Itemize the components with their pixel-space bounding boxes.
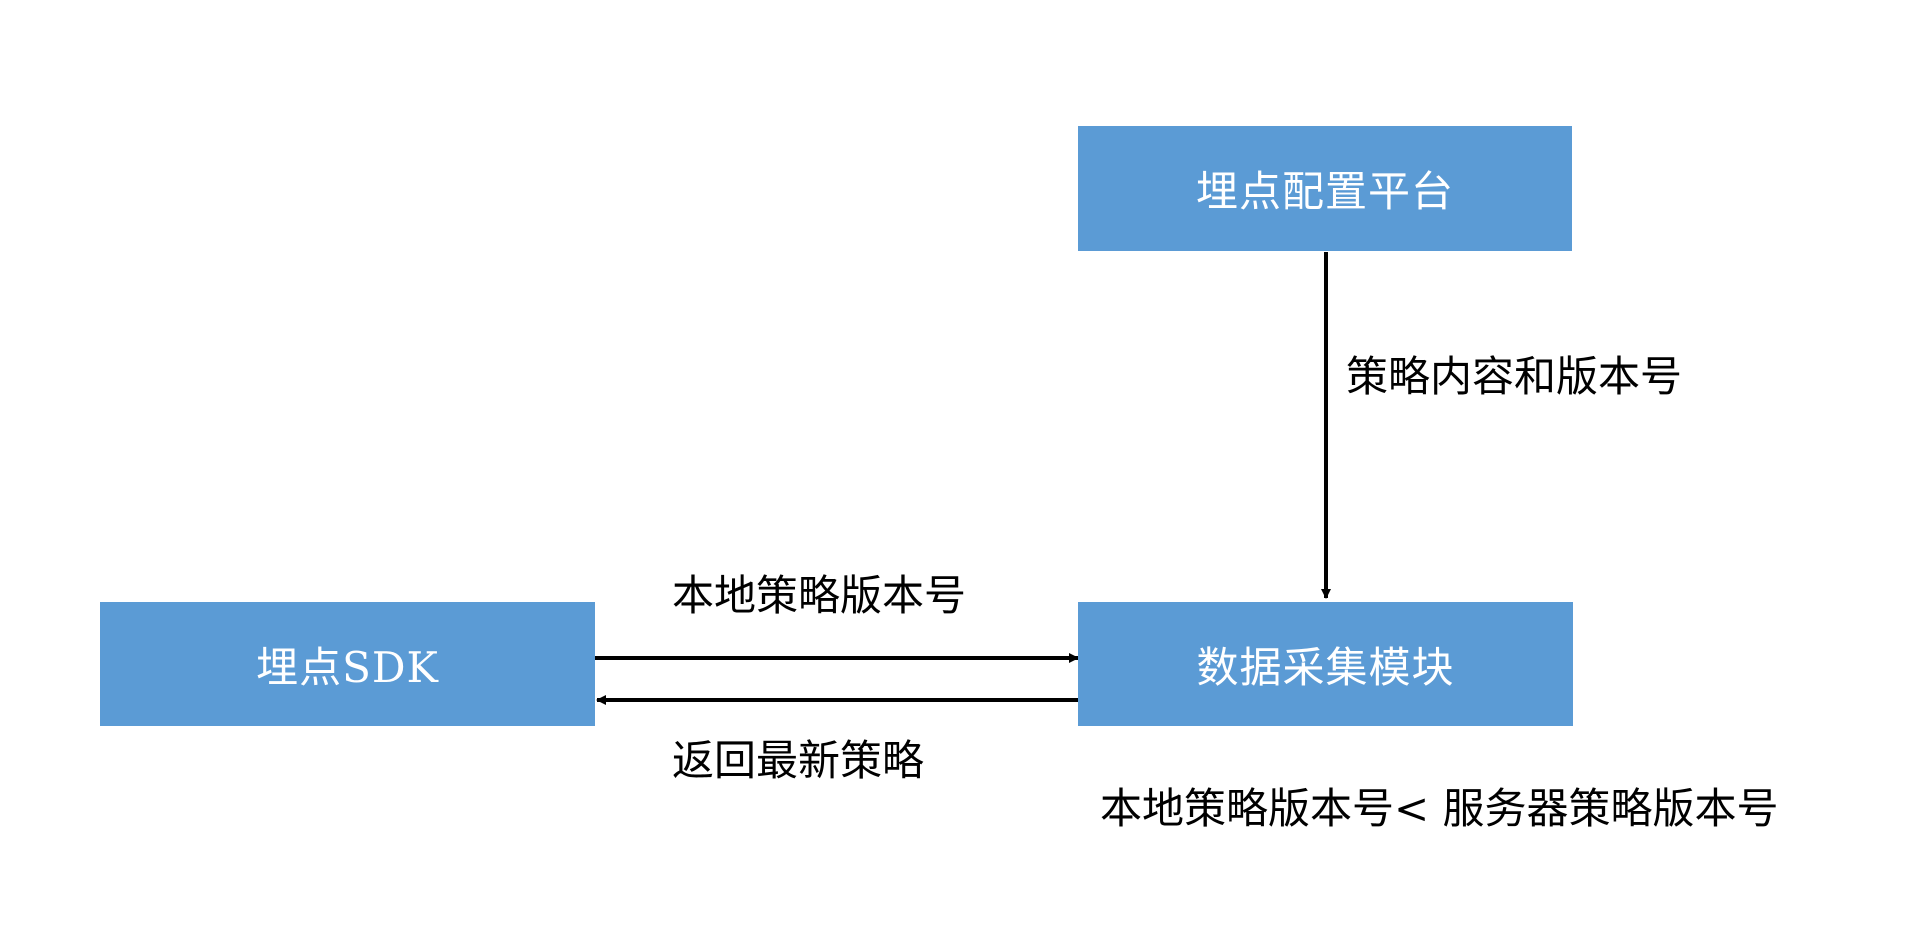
edge-label-collector-to-sdk: 返回最新策略 bbox=[672, 736, 925, 785]
sdk-node: 埋点SDK bbox=[100, 602, 595, 726]
collector-node: 数据采集模块 bbox=[1078, 602, 1573, 726]
edge-label-platform-to-collector: 策略内容和版本号 bbox=[1346, 352, 1683, 401]
edge-label-sdk-to-collector: 本地策略版本号 bbox=[672, 571, 967, 620]
platform-node: 埋点配置平台 bbox=[1078, 126, 1572, 251]
condition-label: 本地策略版本号< 服务器策略版本号 bbox=[1100, 784, 1779, 833]
sdk-node-label: 埋点SDK bbox=[256, 642, 439, 692]
platform-node-label: 埋点配置平台 bbox=[1195, 167, 1454, 216]
collector-node-label: 数据采集模块 bbox=[1196, 642, 1455, 692]
